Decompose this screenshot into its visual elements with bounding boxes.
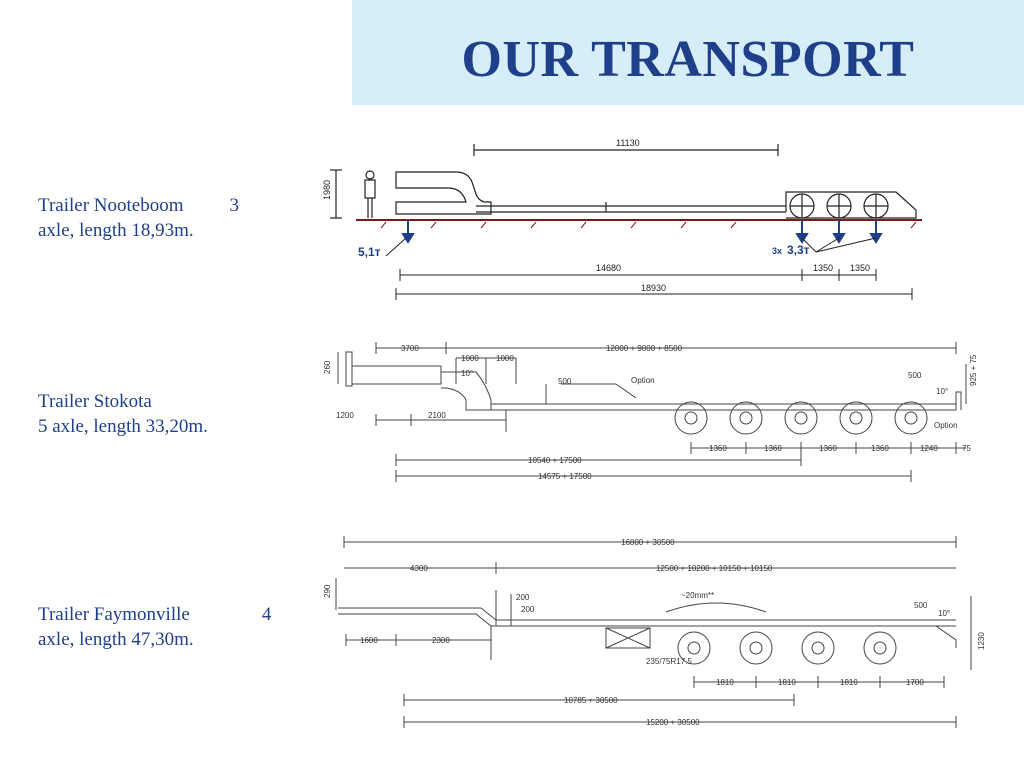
- dim-label: 18930: [641, 283, 666, 293]
- dim-label: 260: [323, 360, 332, 374]
- dim-label: 1000: [461, 354, 479, 363]
- dim-label: Option: [631, 376, 655, 385]
- trailer-2-length: 5 axle, length 33,20m.: [38, 416, 208, 437]
- page-title: OUR TRANSPORT: [461, 31, 915, 88]
- dim-label: 4300: [410, 564, 428, 573]
- dim-label: 1360: [819, 444, 837, 453]
- dim-label: 1360: [764, 444, 782, 453]
- rear-load-multiplier: 3x: [772, 246, 782, 256]
- dim-label: 3700: [401, 344, 419, 353]
- trailer-2-caption: Trailer Stokota 5 axle, length 33,20m.: [38, 389, 208, 439]
- dim-label: 1360: [709, 444, 727, 453]
- dim-label: 1350: [850, 263, 870, 273]
- dim-label: 1980: [322, 180, 332, 200]
- dim-label: 10°: [461, 369, 473, 378]
- trailer-2-name: Trailer Stokota: [38, 391, 152, 412]
- dim-label: 200: [516, 593, 530, 602]
- trailer-2-drawing: 3700 1000 1000 12000 + 9000 + 8500 260 1…: [323, 342, 978, 482]
- dim-label: ~20mm**: [681, 591, 714, 600]
- dim-label: 500: [914, 601, 928, 610]
- dim-label: 200: [521, 605, 535, 614]
- dim-label: 14680: [596, 263, 621, 273]
- trailer-1-name: Trailer Nooteboom: [38, 195, 184, 216]
- dim-label: 16800 + 30500: [621, 538, 675, 547]
- dim-label: 235/75R17.5: [646, 657, 692, 666]
- dim-label: 1350: [813, 263, 833, 273]
- dim-label: 2300: [432, 636, 450, 645]
- trailer-1-caption: Trailer Nooteboom 3 axle, length 18,93m.: [38, 193, 239, 243]
- dim-label: Option: [934, 421, 958, 430]
- dim-label: 10785 + 30500: [564, 696, 618, 705]
- trailer-3-length: axle, length 47,30m.: [38, 629, 194, 650]
- trailer-1-length: axle, length 18,93m.: [38, 220, 194, 241]
- trailer-1-drawing: 11130 1980 600 14680 1350 1350 18930 5,1…: [322, 138, 922, 300]
- dim-label: 290: [323, 584, 332, 598]
- dim-label: 1810: [840, 678, 858, 687]
- dim-label: 2100: [428, 411, 446, 420]
- dim-label: 1000: [496, 354, 514, 363]
- trailer-3-axle-count: 4: [261, 604, 272, 625]
- dim-label: 1810: [716, 678, 734, 687]
- dim-label: 10°: [936, 387, 948, 396]
- trailer-3-drawing: 16800 + 30500 4300 12500 + 10200 + 10150…: [323, 536, 986, 728]
- dim-label: 500: [908, 371, 922, 380]
- dim-label: 925 + 75: [969, 354, 978, 386]
- dim-label: 10540 + 17500: [528, 456, 582, 465]
- dim-label: 500: [558, 377, 572, 386]
- front-load-label: 5,1т: [358, 245, 381, 259]
- rear-load-label: 3,3т: [787, 243, 810, 257]
- dim-label: 14575 + 17500: [538, 472, 592, 481]
- dim-label: 1200: [336, 411, 354, 420]
- trailer-1-axle-count: 3: [229, 195, 239, 216]
- dim-label: 1360: [871, 444, 889, 453]
- trailer-3-caption: Trailer Faymonville 4 axle, length 47,30m…: [38, 602, 271, 652]
- dim-label: 1810: [778, 678, 796, 687]
- dim-label: 15200 + 30500: [646, 718, 700, 727]
- dim-label: 1240: [920, 444, 938, 453]
- title-banner: OUR TRANSPORT: [352, 0, 1024, 105]
- dim-label: 1700: [906, 678, 924, 687]
- dim-label: 75: [962, 444, 971, 453]
- dim-label: 1230: [977, 632, 986, 650]
- dim-label: 12000 + 9000 + 8500: [606, 344, 683, 353]
- dim-label: 12500 + 10200 + 10150 + 10150: [656, 564, 773, 573]
- trailer-3-name: Trailer Faymonville: [38, 604, 190, 625]
- dim-label: 1600: [360, 636, 378, 645]
- dim-label: 11130: [616, 138, 640, 148]
- dim-label: 10°: [938, 609, 950, 618]
